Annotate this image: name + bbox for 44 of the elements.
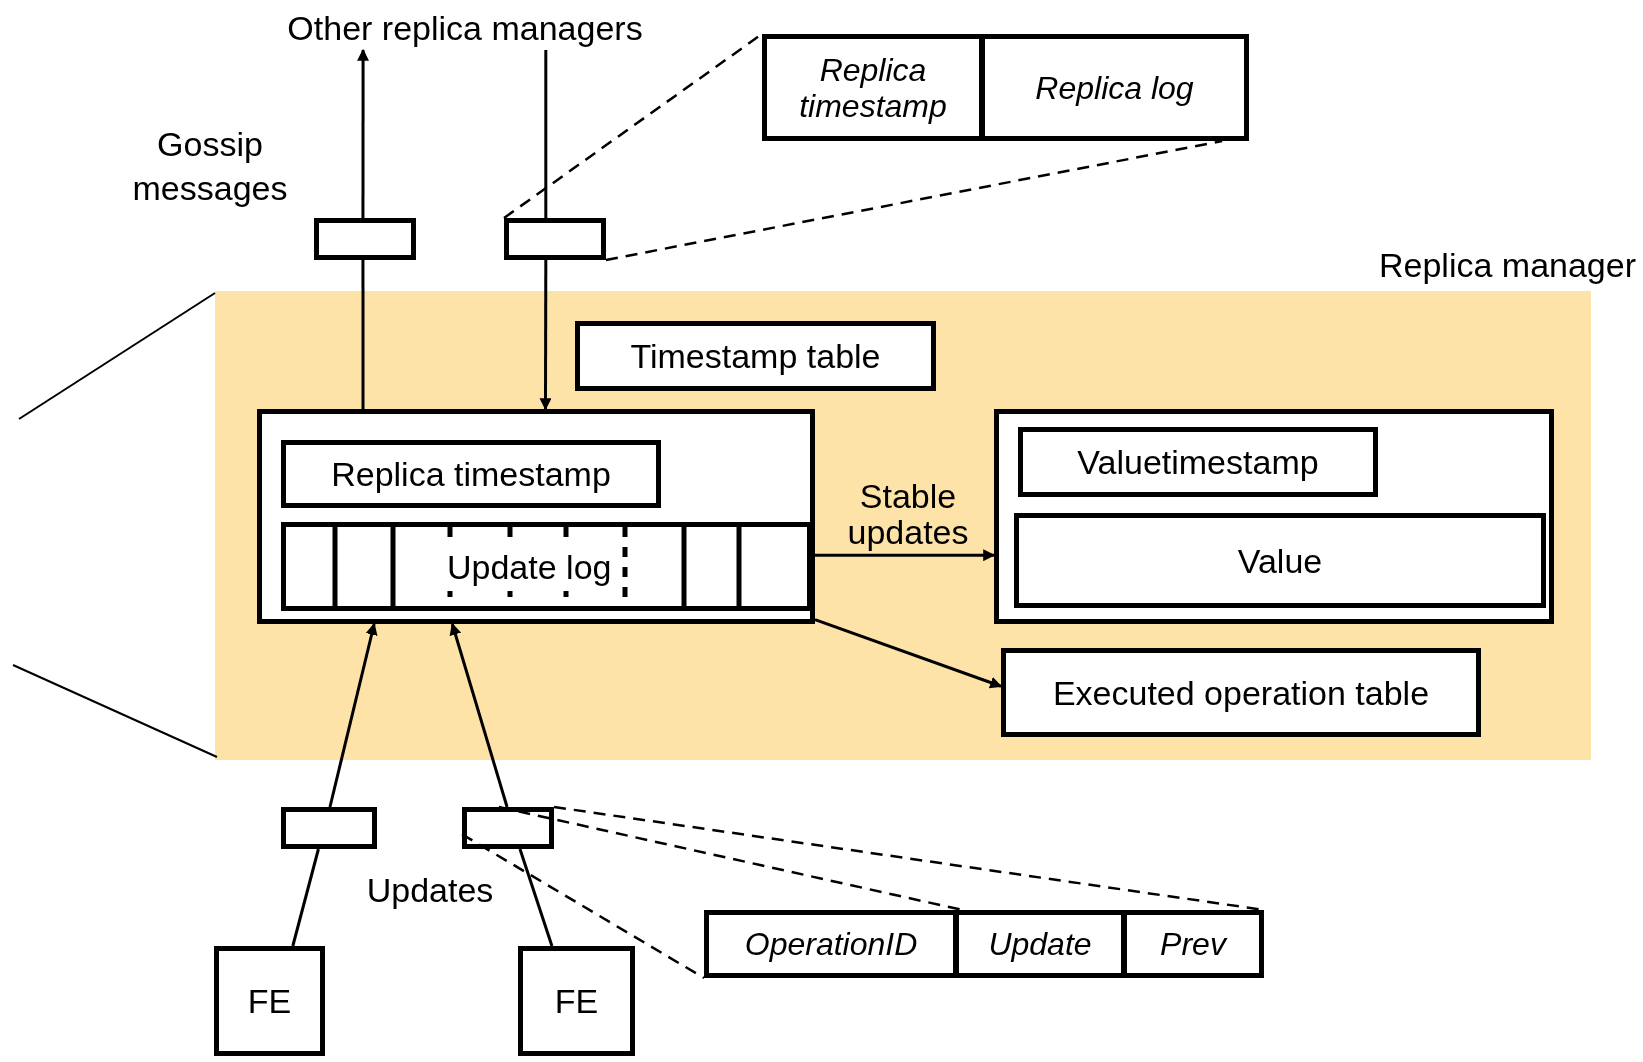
arrow xyxy=(815,549,996,562)
message-box xyxy=(504,218,606,260)
connector-line xyxy=(518,848,554,947)
arrow xyxy=(357,48,370,218)
connector-line xyxy=(544,50,548,218)
box-label: Replica timestamp xyxy=(330,455,612,493)
timestamp-box xyxy=(1018,427,1378,497)
table-box xyxy=(1001,648,1481,737)
connector-line xyxy=(361,260,365,409)
box-label: Executed operation table xyxy=(1051,673,1431,712)
box-label: Update xyxy=(987,926,1093,962)
box-label: OperationID xyxy=(743,926,919,962)
container-box xyxy=(257,409,815,624)
edge-label: Stable updates xyxy=(846,478,970,550)
box-label: Prev xyxy=(1159,926,1229,962)
arrow xyxy=(328,622,378,808)
box-label: FE xyxy=(553,982,600,1020)
message-box xyxy=(281,807,377,849)
area-title: Replica manager xyxy=(1378,245,1636,286)
arrow xyxy=(539,260,552,411)
box-label: Value xyxy=(1236,541,1324,580)
message-box xyxy=(462,807,554,849)
box-label: Replica log xyxy=(1034,69,1195,106)
log-box xyxy=(281,522,812,611)
arrow xyxy=(814,618,1003,689)
box-label: Replica timestamp xyxy=(798,51,948,124)
box-label: Timestamp table xyxy=(629,337,882,375)
value-box xyxy=(1014,513,1546,608)
front-end-box xyxy=(518,946,635,1056)
leader-line xyxy=(605,139,1223,262)
timestamp-box xyxy=(281,440,661,508)
table-box xyxy=(575,321,936,391)
box-label: Valuetimestamp xyxy=(1076,443,1320,481)
leader-line xyxy=(498,805,963,912)
message-label: Gossip messages xyxy=(131,124,289,209)
destination-text: Other replica managers xyxy=(286,8,644,49)
leader-line xyxy=(461,833,705,980)
message-box xyxy=(314,218,416,260)
front-end-box xyxy=(214,946,325,1056)
message-label: Updates xyxy=(365,870,495,911)
connector-line xyxy=(291,848,320,947)
arrow xyxy=(449,622,509,808)
box-label: FE xyxy=(246,982,293,1020)
container-box xyxy=(994,409,1554,624)
